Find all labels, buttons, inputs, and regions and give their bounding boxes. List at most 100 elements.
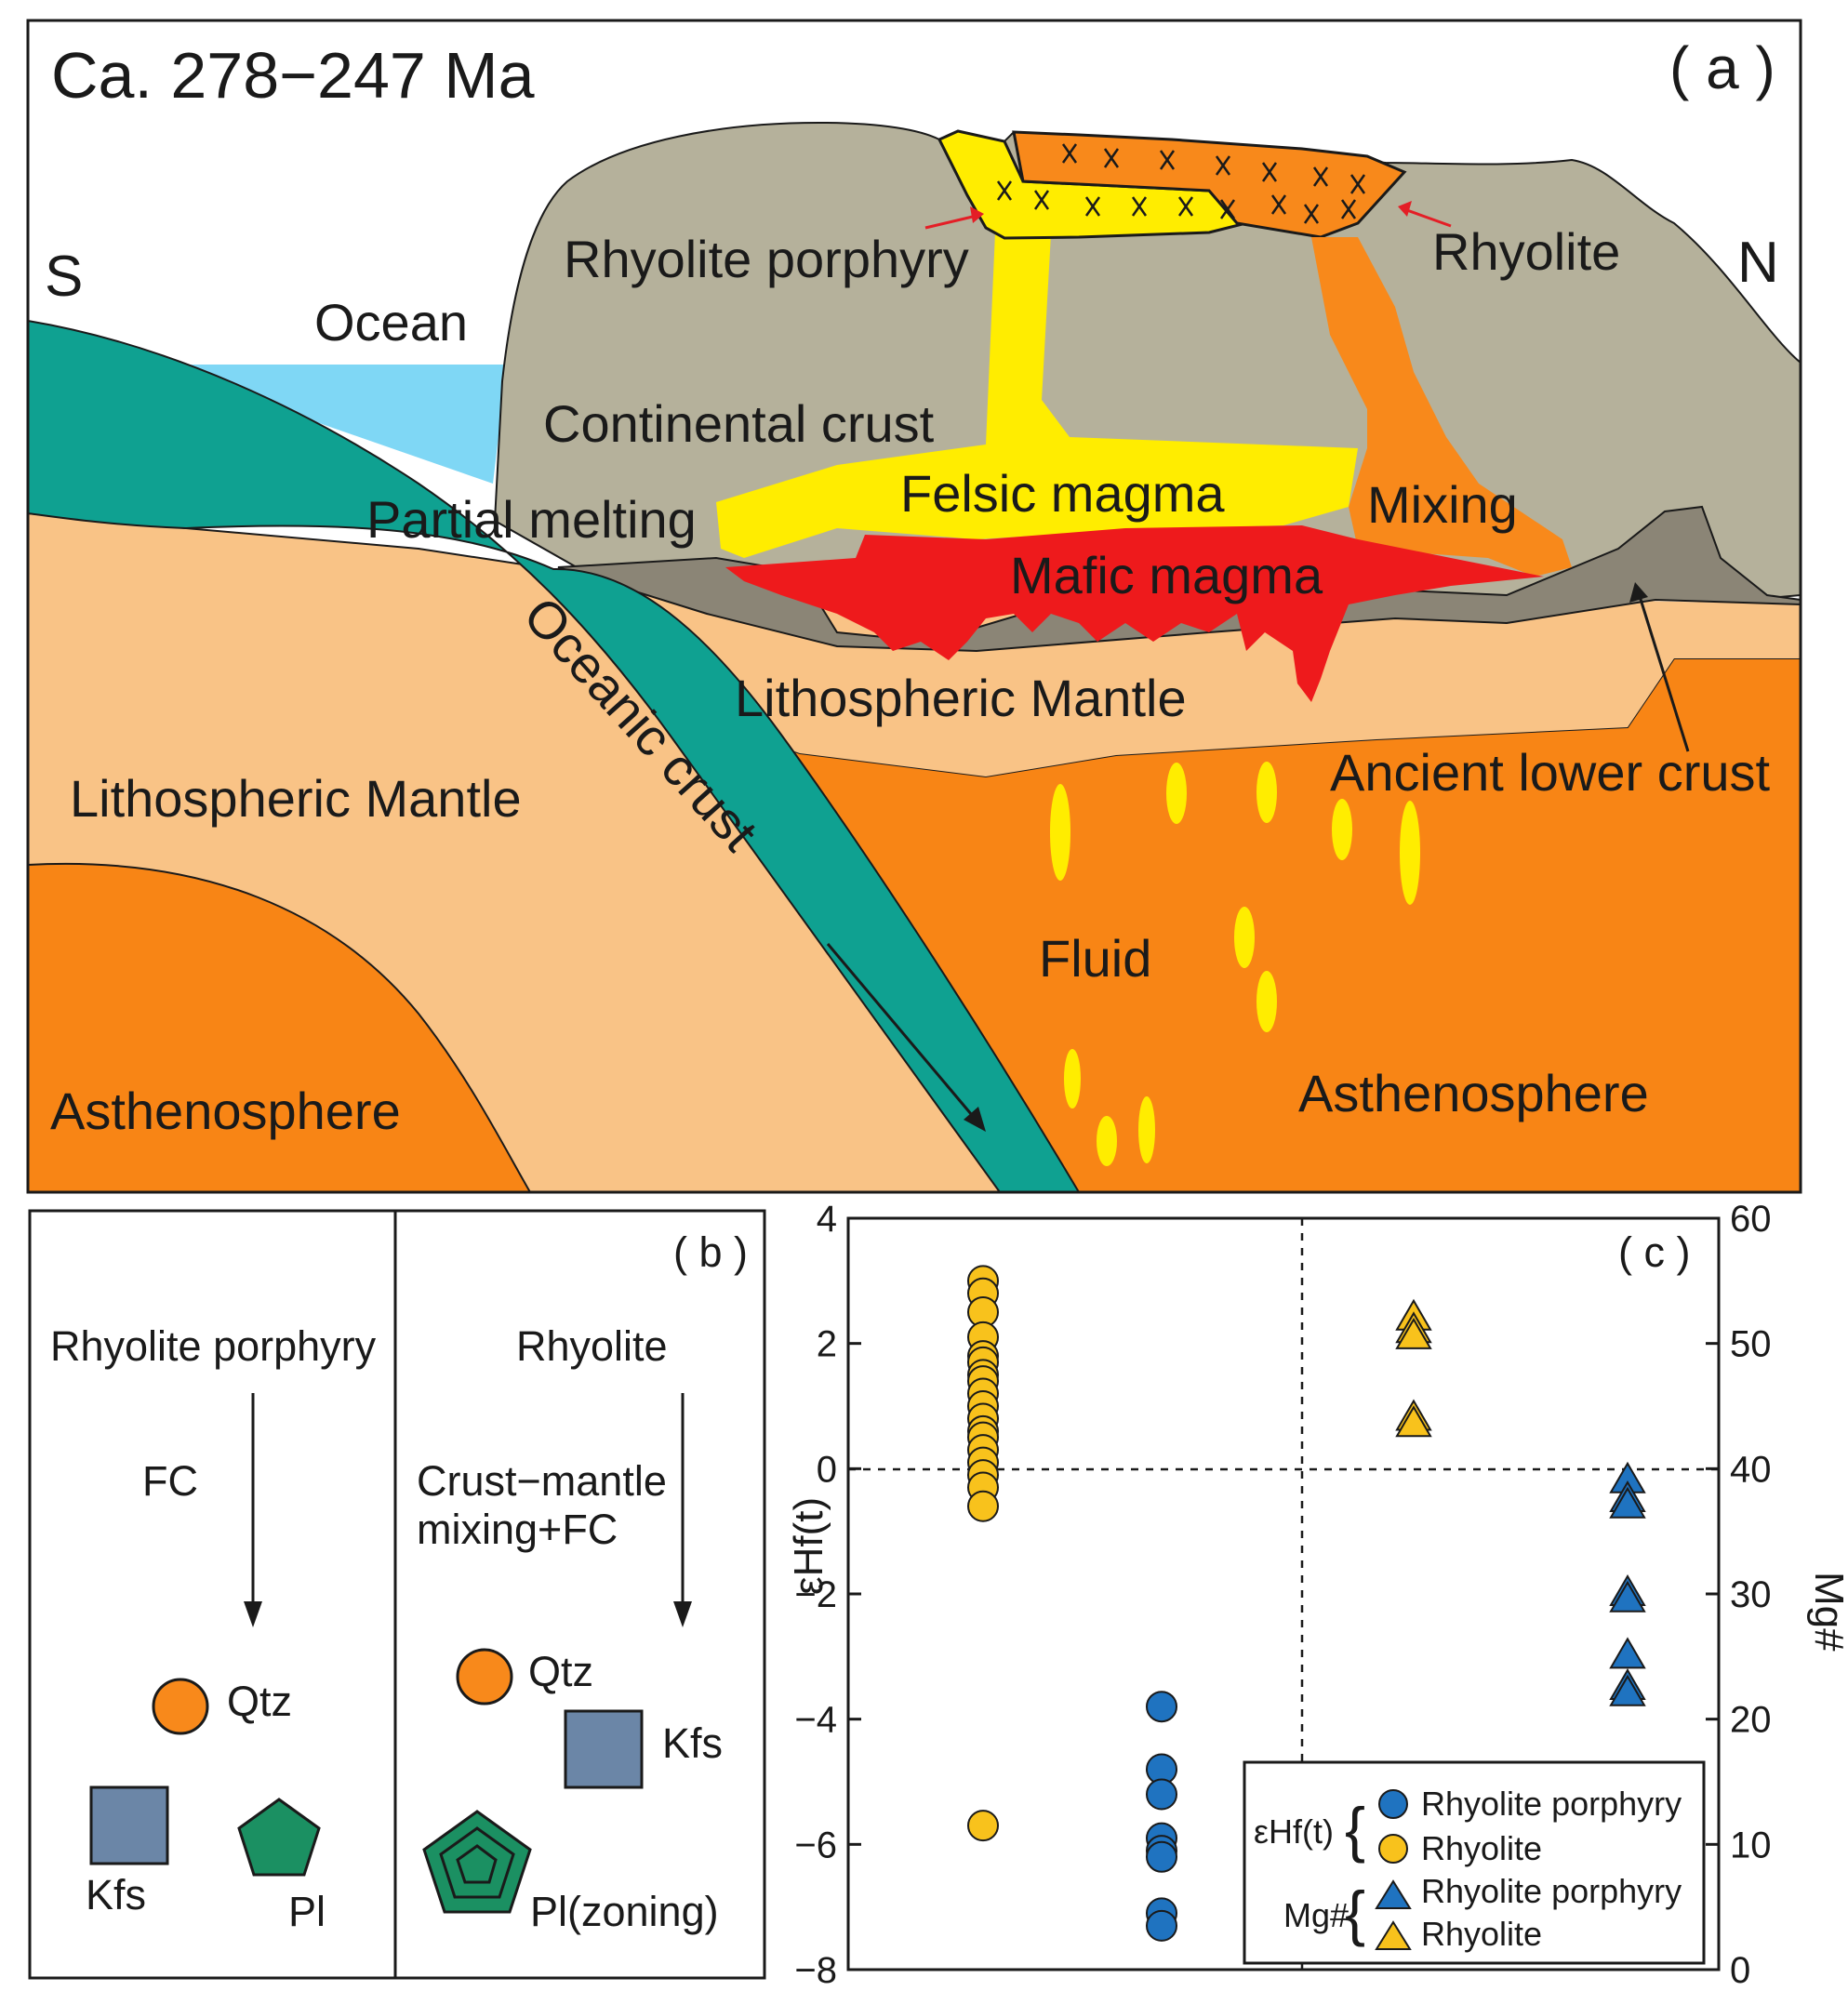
data-point [1146, 1840, 1177, 1873]
volcanic-texture-marks [996, 143, 1366, 224]
rhyolite-porphyry-pointer [924, 214, 977, 230]
legend-marker-mg-rhyolite [1375, 1920, 1412, 1950]
legend-label-mg-rhyolite: Rhyolite [1421, 1915, 1542, 1953]
pl-zoning-label: Pl(zoning) [530, 1888, 719, 1935]
kfs-label-left: Kfs [86, 1871, 146, 1918]
felsic-magma-label: Felsic magma [900, 464, 1225, 523]
texture-mark [1340, 199, 1357, 219]
scatter-points [967, 1265, 1646, 1942]
rhyolite-porphyry-label: Rhyolite porphyry [564, 230, 969, 288]
legend-label-ehf-rhyolite: Rhyolite [1421, 1829, 1542, 1867]
right-tick-label: 20 [1730, 1700, 1772, 1741]
panel-c-label: ( c ) [1618, 1228, 1690, 1276]
fluid-droplet [1097, 1116, 1117, 1166]
legend-ehf-group: εHf(t) [1254, 1812, 1334, 1851]
fluid-droplet [1050, 784, 1070, 881]
legend-marker-ehf-rhyolite [1378, 1834, 1408, 1864]
texture-mark [1177, 196, 1194, 217]
texture-mark [1270, 194, 1287, 215]
mixing-conduit [1311, 237, 1572, 577]
panel-a: Ca. 278−247 Ma ( a ) S N Ocean Rhyolite … [26, 19, 1802, 1194]
texture-mark [1349, 174, 1366, 194]
right-axis-title: Mg# [1806, 1572, 1848, 1652]
data-point [1609, 1674, 1646, 1706]
data-point [1609, 1580, 1646, 1613]
ocean-label: Ocean [314, 293, 468, 352]
kfs-mineral-right [564, 1709, 644, 1789]
qtz-mineral-left [152, 1678, 209, 1735]
felsic-magma-chamber [716, 232, 1358, 558]
kfs-label-right: Kfs [662, 1719, 723, 1767]
right-process-line1: Crust−mantle [417, 1457, 667, 1505]
legend-label-ehf-porphyry: Rhyolite porphyry [1421, 1785, 1682, 1823]
legend-brace-mg: { [1345, 1878, 1365, 1947]
fluid-droplet [1064, 1049, 1081, 1108]
asthenosphere-left-label: Asthenosphere [50, 1082, 401, 1140]
qtz-label-right: Qtz [528, 1648, 593, 1695]
rhyolite-porphyry-title: Rhyolite porphyry [50, 1322, 377, 1370]
data-point [1395, 1317, 1432, 1349]
ocean-layer [140, 365, 507, 484]
rhyolite-pointer [1403, 207, 1452, 228]
south-label: S [45, 245, 83, 309]
age-label: Ca. 278−247 Ma [51, 39, 535, 112]
north-label: N [1737, 231, 1779, 295]
texture-mark [1084, 196, 1101, 217]
texture-mark [1219, 199, 1236, 219]
data-point [1146, 1909, 1177, 1942]
mafic-magma-label: Mafic magma [1010, 546, 1323, 604]
fluid-droplet [1166, 763, 1187, 824]
subduction-arrow-head [964, 1107, 986, 1132]
qtz-label-left: Qtz [227, 1678, 292, 1725]
left-tick-label: −8 [794, 1950, 837, 1991]
texture-mark [1303, 204, 1320, 224]
legend-box [1243, 1760, 1706, 1965]
lower-crust-pointer-head [1629, 582, 1648, 603]
fluid-droplet [1138, 1096, 1155, 1163]
texture-mark [1103, 148, 1120, 168]
left-tick-label: −4 [794, 1700, 837, 1741]
rhyolite-pointer-head [1398, 201, 1412, 217]
left-axis-title: εHf(t) [786, 1497, 831, 1595]
fluid-droplet [1332, 799, 1352, 860]
subduction-arrow-line [826, 943, 978, 1122]
texture-mark [1061, 143, 1078, 164]
texture-mark [1159, 150, 1176, 170]
rhyolite-label: Rhyolite [1432, 222, 1620, 281]
data-point [967, 1810, 999, 1842]
left-axis: 420−2−4−6−8 [794, 1199, 861, 1991]
left-tick-label: −6 [794, 1825, 837, 1865]
qtz-mineral-right [456, 1648, 513, 1706]
right-tick-label: 50 [1730, 1324, 1772, 1365]
legend-label-mg-porphyry: Rhyolite porphyry [1421, 1872, 1682, 1910]
kfs-mineral-left [89, 1785, 169, 1865]
texture-mark [1033, 190, 1050, 210]
data-point [1146, 1691, 1177, 1723]
rhyolite-title: Rhyolite [516, 1322, 668, 1370]
texture-mark [1215, 155, 1231, 176]
panel-a-label: ( a ) [1669, 34, 1775, 101]
lithospheric-mantle-upper-label: Lithospheric Mantle [735, 669, 1187, 727]
continental-crust-label: Continental crust [543, 394, 935, 453]
texture-mark [1261, 162, 1278, 182]
ancient-lower-crust-label: Ancient lower crust [1330, 743, 1771, 802]
right-tick-label: 0 [1730, 1950, 1750, 1991]
left-tick-label: 4 [817, 1199, 837, 1240]
right-process-line2: mixing+FC [417, 1506, 618, 1553]
partial-melting-label: Partial melting [366, 490, 697, 549]
mafic-magma-body [725, 525, 1544, 702]
data-point [1395, 1405, 1432, 1438]
data-point [1609, 1637, 1646, 1669]
fluid-droplet [1234, 907, 1255, 968]
panel-b-label: ( b ) [673, 1228, 748, 1276]
fluid-label: Fluid [1039, 929, 1151, 988]
legend-mg-group: Mg# [1283, 1896, 1349, 1934]
pl-mineral-left [237, 1798, 321, 1877]
left-process-arrow-head [244, 1601, 262, 1627]
texture-mark [1131, 196, 1148, 217]
legend-brace-ehf: { [1345, 1795, 1365, 1864]
left-tick-label: 0 [817, 1449, 837, 1490]
lithospheric-mantle-left-label: Lithospheric Mantle [70, 769, 522, 828]
